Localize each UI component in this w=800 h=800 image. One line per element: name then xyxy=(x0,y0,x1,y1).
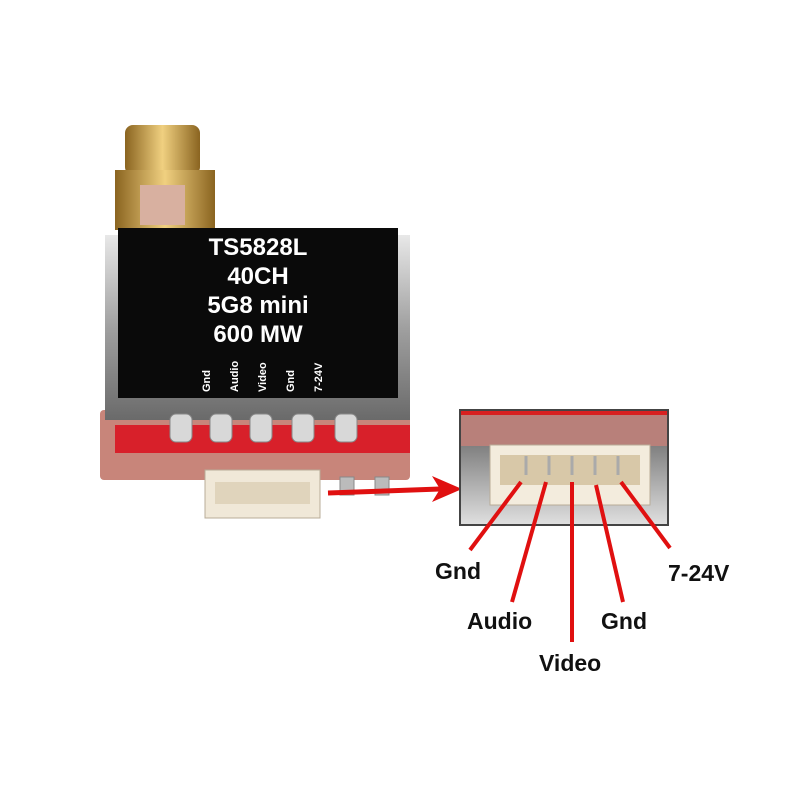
pin-label-power: 7-24V xyxy=(668,560,730,586)
arrow-icon xyxy=(327,476,462,502)
label-line: 40CH xyxy=(227,263,288,290)
pin-print: Gnd xyxy=(201,370,213,392)
pin-leader-lines xyxy=(468,480,672,642)
sma-connector xyxy=(115,125,215,230)
label-line: TS5828L xyxy=(209,234,308,261)
pin-label-video: Video xyxy=(539,650,601,676)
label-line: 5G8 mini xyxy=(207,292,308,319)
jst-connector xyxy=(204,469,321,519)
pin-label-audio: Audio xyxy=(467,608,532,634)
pin-print: Audio xyxy=(229,361,241,392)
pin-label-gnd-2: Gnd xyxy=(601,608,647,634)
module-label: TS5828L 40CH 5G8 mini 600 MW Gnd Audio V… xyxy=(201,234,325,392)
connector-closeup xyxy=(459,409,669,526)
pin-print: Video xyxy=(257,362,269,392)
pin-print: 7-24V xyxy=(313,362,325,392)
label-line: 600 MW xyxy=(213,321,303,348)
rf-shield xyxy=(105,228,410,420)
pin-label-gnd-1: Gnd xyxy=(435,558,481,584)
pin-print: Gnd xyxy=(285,370,297,392)
